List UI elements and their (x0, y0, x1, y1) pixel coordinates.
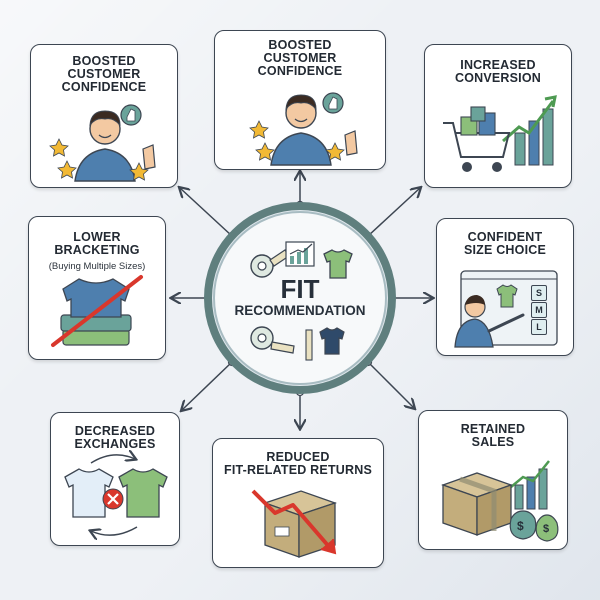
thumbs-up-hand-icon (344, 130, 358, 156)
strike-through-icon (51, 275, 143, 347)
star-icons (49, 138, 149, 181)
size-option-s[interactable]: S (531, 285, 547, 301)
card-subtitle: (Buying Multiple Sizes) (48, 261, 146, 272)
arrow-to-boosted-left (180, 188, 233, 237)
arrow-to-retained-sales (367, 361, 414, 408)
happy-customer-illustration (49, 104, 156, 182)
tshirt-icon (323, 249, 353, 279)
growth-arrow-icon (502, 100, 555, 143)
cart-growth-illustration (443, 95, 557, 172)
hub-title-line2: RECOMMENDATION (234, 303, 366, 318)
down-trend-arrow-icon (251, 489, 333, 551)
dark-tshirt-icon (319, 327, 345, 355)
size-selection-illustration (454, 270, 558, 348)
size-option-m[interactable]: M (531, 302, 547, 318)
tape-measure-bottom-icon (250, 326, 295, 354)
thumbs-up-hand-icon (142, 144, 156, 170)
exchange-illustration (64, 413, 168, 547)
ruler-icon (305, 329, 313, 361)
stacked-shirts-illustration (51, 275, 143, 347)
retained-sales-illustration (441, 460, 559, 542)
returns-box-illustration (251, 489, 338, 558)
shopping-cart-icon (443, 106, 511, 172)
money-bag-icon (509, 510, 559, 542)
hub-title-line1: FIT (280, 274, 320, 304)
star-icons (249, 120, 345, 161)
size-option-l[interactable]: L (531, 319, 547, 335)
dollar-sign-label: $ (517, 519, 524, 533)
mini-chart-icon (285, 241, 315, 267)
arrow-to-decreased-exchanges (182, 361, 233, 410)
happy-customer-illustration (249, 92, 358, 166)
tape-measure-icon (250, 249, 290, 278)
arrow-to-increased-conversion (367, 188, 420, 237)
dollar-sign-label-2: $ (543, 523, 550, 535)
